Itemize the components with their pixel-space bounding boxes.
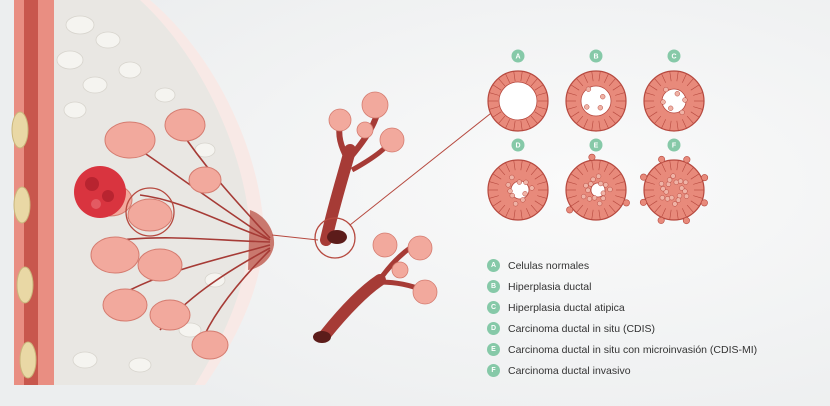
legend-label-a: Celulas normales (508, 260, 589, 272)
legend-item-c: C Hiperplasia ductal atipica (487, 297, 827, 318)
legend-item-f: F Carcinoma ductal invasivo (487, 360, 827, 381)
legend-label-c: Hiperplasia ductal atipica (508, 302, 625, 314)
legend-item-e: E Carcinoma ductal in situ con microinva… (487, 339, 827, 360)
stage-badge-letter: A (515, 54, 520, 61)
legend-label-f: Carcinoma ductal invasivo (508, 365, 631, 377)
tumor-mass (74, 166, 126, 218)
legend-badge-e: E (487, 343, 500, 356)
duct-lumen (581, 86, 611, 116)
stage-badge-letter: C (671, 54, 676, 61)
legend-label-b: Hiperplasia ductal (508, 281, 591, 293)
legend-item-b: B Hiperplasia ductal (487, 276, 827, 297)
legend-label-d: Carcinoma ductal in situ (CDIS) (508, 323, 655, 335)
stage-badge-letter: D (515, 143, 520, 150)
legend-badge-f: F (487, 364, 500, 377)
duct-lumen (662, 89, 686, 113)
legend-item-d: D Carcinoma ductal in situ (CDIS) (487, 318, 827, 339)
legend-badge-a: A (487, 259, 500, 272)
legend-badge-c: C (487, 301, 500, 314)
duct-lumen (499, 82, 537, 120)
legend: A Celulas normales B Hiperplasia ductal … (487, 255, 827, 381)
legend-badge-b: B (487, 280, 500, 293)
legend-label-e: Carcinoma ductal in situ con microinvasi… (508, 344, 757, 356)
legend-item-a: A Celulas normales (487, 255, 827, 276)
legend-badge-d: D (487, 322, 500, 335)
stage-badge-letter: B (593, 54, 598, 61)
stage-badge-letter: E (594, 143, 599, 150)
stage-badge-letter: F (672, 143, 677, 150)
